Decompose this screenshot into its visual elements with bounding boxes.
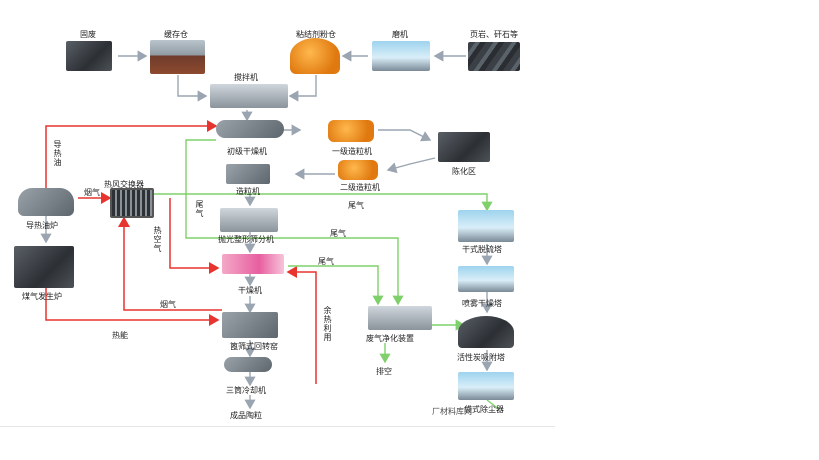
label-rotary-kiln: 篦筛式回转窑 [230,342,278,351]
aging-area-photo [438,132,490,162]
rotary-kiln-photo [222,312,278,338]
label-vent: 排空 [376,367,392,376]
mixer-photo [210,84,288,108]
material-flow-arrows [40,50,493,410]
solid-waste-photo [66,41,112,71]
bag-filter-photo [458,372,514,400]
label-buffer-silo: 缓存仓 [164,30,188,39]
flow-thermal-oil: 导热油 [53,140,62,167]
triple-cooler-photo [224,357,272,372]
label-mixer: 搅拌机 [234,73,258,82]
exhaust-arrows [150,139,501,411]
label-spray-drying: 喷雾干燥塔 [462,299,502,308]
label-desulfurization: 干式脱硫塔 [462,245,502,254]
dry-desulfurization-tower-photo [458,210,514,242]
primary-dryer-photo [216,120,284,138]
flow-waste-heat: 余热利用 [323,306,332,342]
label-product: 成品陶粒 [230,411,262,420]
buffer-silo-photo [150,40,205,74]
granulator-photo [226,164,270,184]
label-exhaust-purifier: 废气净化装置 [366,334,414,343]
label-heat-exchanger: 热风交换器 [104,180,144,189]
label-binder-silo: 粘结剂粉仓 [296,30,336,39]
label-secondary-granulator: 二级造粒机 [340,183,380,192]
binder-powder-silo-photo [290,38,340,74]
label-shale: 页岩、矸石等 [470,30,518,39]
secondary-granulator-photo [338,160,378,180]
thermal-oil-furnace-photo [18,188,74,216]
label-aging-area: 陈化区 [452,167,476,176]
flow-flue-gas-1: 烟气 [84,188,100,197]
exhaust-purifier-photo [368,306,432,330]
label-polishing-screen: 抛光整形筛分机 [218,235,274,244]
label-primary-granulator: 一级造粒机 [332,147,372,156]
label-thermal-oil-furnace: 导热油炉 [26,221,58,230]
label-bag-filter: 袋式除尘器 [464,405,504,414]
footer-divider [0,426,555,427]
polishing-screen-photo [220,208,278,232]
activated-carbon-tower-photo [458,316,514,348]
label-granulator: 造粒机 [236,187,260,196]
flow-tail-gas-1: 尾气 [195,200,204,218]
label-dryer: 干燥机 [238,286,262,295]
mill-photo [372,41,430,71]
label-mill: 磨机 [392,30,408,39]
flow-flue-gas-2: 烟气 [160,300,176,309]
label-solid-waste: 固废 [80,30,96,39]
label-gas-generator: 煤气发生炉 [22,292,62,301]
flow-tail-gas-2: 尾气 [348,201,364,210]
shale-gangue-photo [468,42,520,71]
flow-hot-air: 热空气 [153,226,162,253]
label-activated-carbon: 活性炭吸附塔 [457,353,505,362]
heat-exchanger-photo [110,188,154,218]
primary-granulator-photo [328,120,374,142]
gas-generator-photo [14,246,74,288]
flow-heat-energy: 热能 [112,331,128,340]
label-primary-dryer: 初级干燥机 [227,147,267,156]
flow-tail-gas-4: 尾气 [318,257,334,266]
label-cooler: 三筒冷却机 [226,386,266,395]
dryer-photo [222,254,284,274]
watermark: 厂材料库网 [432,407,472,416]
flow-tail-gas-3: 尾气 [330,229,346,238]
spray-drying-tower-photo [458,266,514,292]
